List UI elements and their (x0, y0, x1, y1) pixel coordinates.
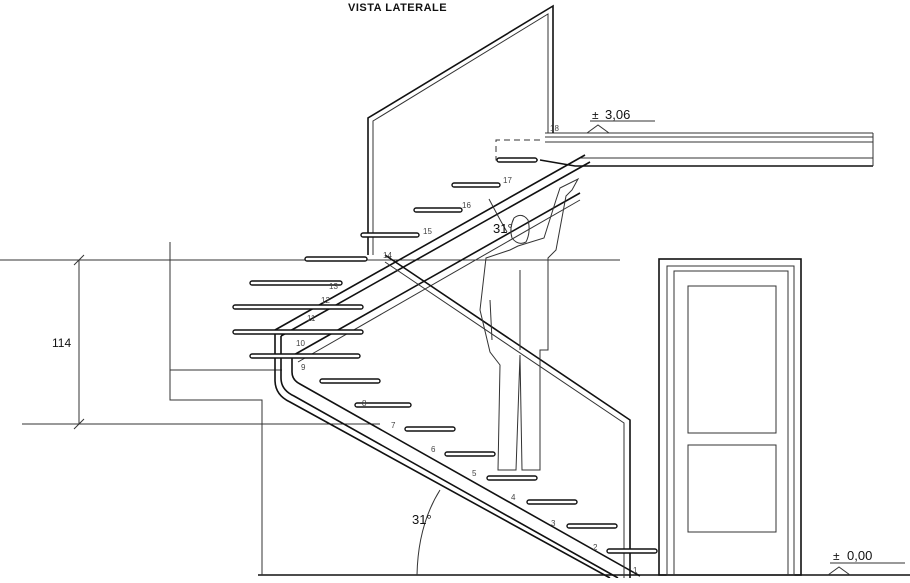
tread-5 (444, 451, 496, 457)
step-number: 9 (301, 363, 306, 372)
tread-8 (319, 378, 381, 384)
step-number: 1 (633, 566, 638, 575)
angle-arc-lower (416, 489, 441, 576)
lower-stringer-outer-2 (280, 336, 619, 579)
lower-stringer-outer (274, 330, 611, 579)
level-bottom-value: 0,00 (847, 548, 872, 563)
tread-12 (249, 280, 343, 286)
step-number: 5 (472, 469, 477, 478)
wall-outline-left (169, 242, 263, 575)
step-number: 8 (362, 399, 367, 408)
angle-label-upper: 31° (493, 221, 513, 236)
tread-4 (486, 475, 538, 481)
tread-15 (413, 207, 463, 213)
upper-stringer-bottom-2 (297, 199, 581, 363)
tread-14 (360, 232, 420, 238)
slab-bottom (539, 159, 873, 167)
level-bottom-prefix: ± (833, 549, 840, 563)
door-frame-inner (666, 265, 795, 576)
step-number: 14 (383, 251, 392, 260)
dimension-114: 114 (52, 336, 71, 350)
step-number: 15 (423, 227, 432, 236)
level-top-value: 3,06 (605, 107, 630, 122)
tread-13 (304, 256, 368, 262)
angle-label-lower: 31° (412, 512, 432, 527)
door-panel-lower (687, 444, 777, 533)
upper-stringer-top-2 (280, 161, 591, 337)
step-number: 4 (511, 493, 516, 502)
tread-16 (451, 182, 501, 188)
level-mark-bottom (827, 566, 851, 576)
person-figure (479, 177, 580, 471)
upper-railing-inner (372, 13, 549, 255)
door-frame-outer (658, 258, 802, 576)
upper-stringer-bottom (291, 192, 581, 357)
step-number: 10 (296, 339, 305, 348)
tread-17 (496, 157, 538, 163)
tread-1 (606, 548, 658, 554)
tread-7 (354, 402, 412, 408)
level-top-prefix: ± (592, 108, 599, 122)
dashed-landing (495, 139, 540, 161)
step-number: 7 (391, 421, 396, 430)
step-number: 18 (550, 124, 559, 133)
lower-railing-inner (384, 261, 625, 578)
tread-6 (404, 426, 456, 432)
dim-tick-bottom (73, 418, 85, 430)
dim-tick-top (73, 254, 85, 266)
level-mark-top (586, 124, 610, 134)
upper-railing (367, 4, 554, 255)
step-number: 12 (321, 296, 330, 305)
lower-stringer-inner (291, 356, 641, 577)
step-number: 6 (431, 445, 436, 454)
tread-2 (566, 523, 618, 529)
step-number: 13 (329, 282, 338, 291)
tread-11 (232, 304, 364, 310)
door-panel-upper (687, 285, 777, 434)
upper-stringer-top (274, 154, 586, 331)
step-number: 11 (307, 314, 316, 323)
tread-3 (526, 499, 578, 505)
step-number: 2 (593, 543, 598, 552)
lower-railing (384, 254, 631, 578)
tread-10 (232, 329, 364, 335)
angle-arc-upper (488, 198, 508, 233)
step-number: 17 (503, 176, 512, 185)
door-leaf (673, 270, 789, 576)
step-number: 16 (462, 201, 471, 210)
step-number: 3 (551, 519, 556, 528)
tread-9 (249, 353, 361, 359)
drawing-title: VISTA LATERALE (348, 2, 447, 14)
